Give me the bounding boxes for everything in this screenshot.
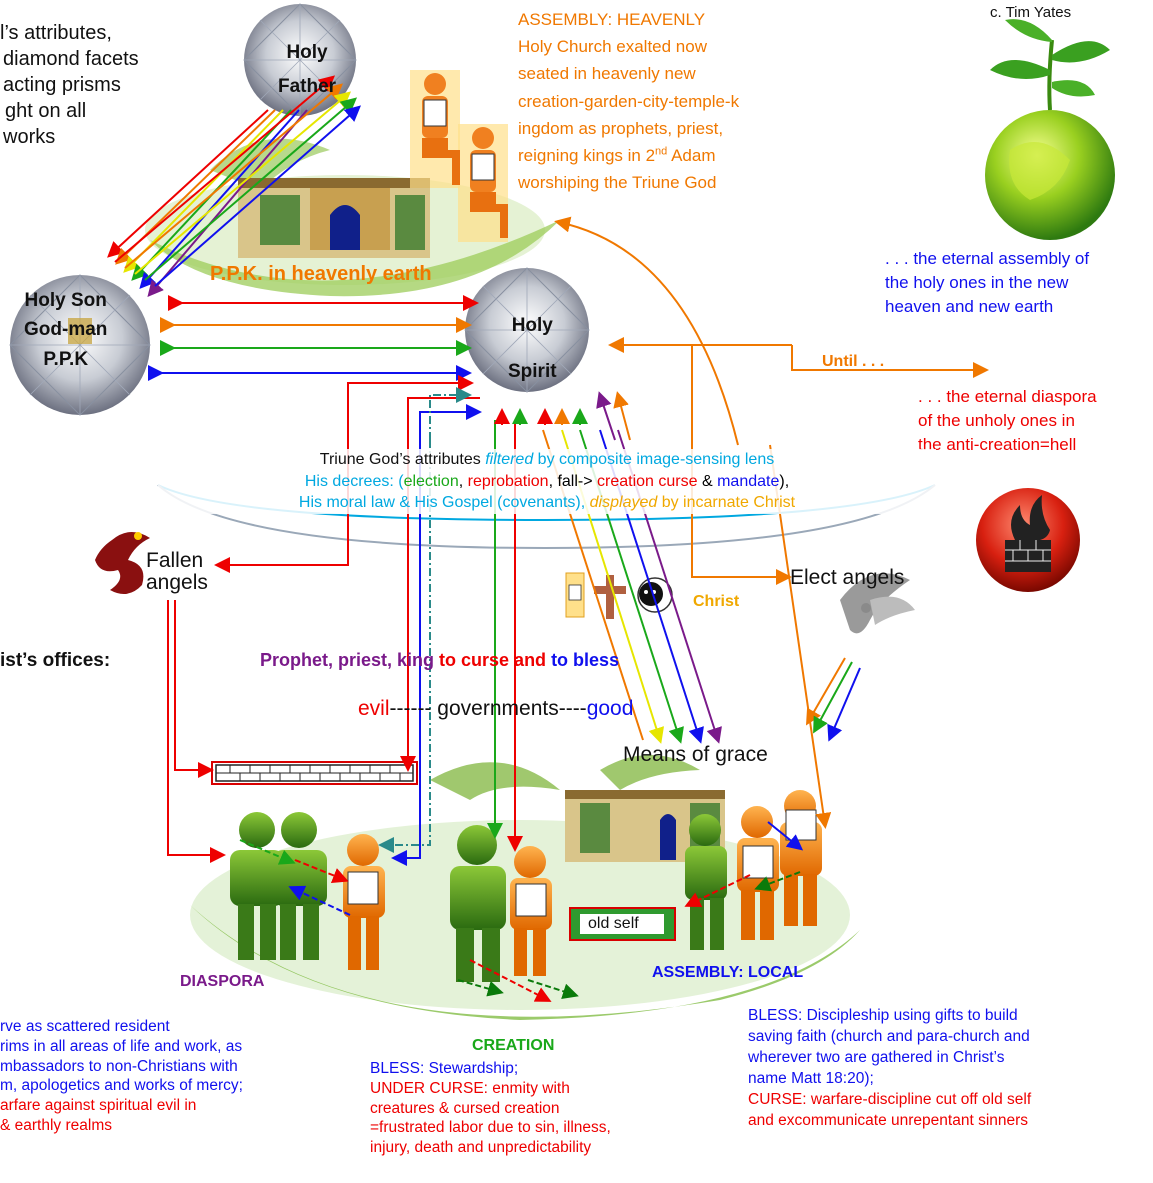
creation-people-image xyxy=(450,825,552,982)
new-earth-globe-image xyxy=(985,19,1115,240)
fallen-angels-label: Fallen angels xyxy=(146,549,208,595)
local-assembly-heading: ASSEMBLY: LOCAL xyxy=(652,964,804,981)
elect-angels-label: Elect angels xyxy=(790,566,905,589)
local-assembly-description: BLESS: Discipleship using gifts to build… xyxy=(748,1007,1032,1130)
heavenly-temple-image xyxy=(238,178,430,258)
father-to-son-arrows xyxy=(107,75,362,298)
spirit-label: Holy Spirit xyxy=(508,315,557,382)
ppk-curse-bless-label: Prophet, priest, king to curse and to bl… xyxy=(260,650,620,670)
spirit-diamond xyxy=(464,267,590,393)
ppk-heavenly-label: P.P.K. in heavenly earth xyxy=(210,263,432,285)
creation-description: BLESS: Stewardship; UNDER CURSE: enmity … xyxy=(370,1060,611,1157)
eternal-diaspora-text: . . . the eternal diaspora of the unholy… xyxy=(918,387,1097,454)
son-label: Holy Son God-man P.P.K xyxy=(24,290,108,370)
means-of-grace-label: Means of grace xyxy=(623,743,768,766)
diaspora-heading: DIASPORA xyxy=(180,973,265,990)
seated-saints-image xyxy=(410,70,508,242)
lens-text: Triune God’s attributes filtered by comp… xyxy=(158,449,936,514)
diaspora-people-image xyxy=(230,812,385,970)
old-self-label: old self xyxy=(588,915,639,932)
old-self-box-shape xyxy=(569,907,676,941)
copyright-label: c. Tim Yates xyxy=(990,4,1072,21)
christs-offices-label: ist’s offices: xyxy=(0,650,111,671)
diaspora-description: rve as scattered resident rims in all ar… xyxy=(0,1018,243,1135)
governments-label: evil------ governments----good xyxy=(358,697,634,720)
brick-wall xyxy=(211,761,418,785)
until-label: Until . . . xyxy=(822,353,885,370)
heavenly-assembly-text: ASSEMBLY: HEAVENLY Holy Church exalted n… xyxy=(518,10,740,193)
angel-icon xyxy=(840,573,915,634)
creation-heading: CREATION xyxy=(472,1037,555,1054)
son-spirit-arrows xyxy=(148,295,479,381)
father-label: Holy Father xyxy=(278,42,337,98)
hell-fire-icon xyxy=(976,488,1080,592)
dragon-icon xyxy=(95,531,150,594)
son-diamond xyxy=(9,274,151,416)
eternal-assembly-text: . . . the eternal assembly of the holy o… xyxy=(885,249,1090,316)
earthly-interaction-arrows xyxy=(239,821,804,1002)
christ-label: Christ xyxy=(693,593,740,610)
attributes-note: l’s attributes, diamond facets acting pr… xyxy=(0,22,139,148)
